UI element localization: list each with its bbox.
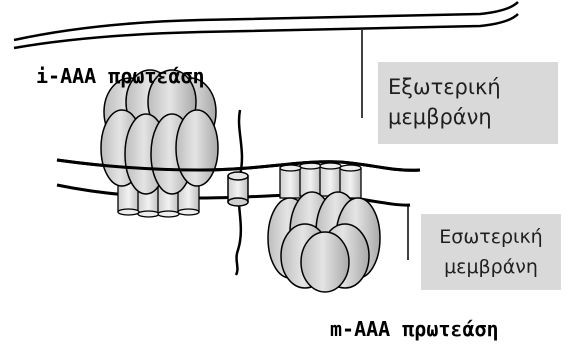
outer-membrane (14, 2, 518, 48)
inner-membrane-label-line2: μεμβράνη (431, 252, 551, 282)
outer-membrane-label-line2: μεμβράνη (388, 102, 548, 132)
outer-membrane-label: Εξωτερική μεμβράνη (378, 62, 558, 144)
m-aaa-protease-complex (268, 192, 380, 292)
m-aaa-protease-label: m-AAA πρωτεάση (330, 317, 499, 341)
central-membrane-channel (228, 110, 248, 275)
inner-membrane-label: Εσωτερική μεμβράνη (421, 214, 561, 290)
i-aaa-protease-label: i-AAA πρωτεάση (36, 64, 205, 88)
outer-membrane-label-line1: Εξωτερική (388, 72, 548, 102)
inner-membrane-label-line1: Εσωτερική (431, 222, 551, 252)
m-aaa-transmembrane-cylinders (280, 163, 361, 198)
i-aaa-protease-complex (101, 70, 218, 194)
